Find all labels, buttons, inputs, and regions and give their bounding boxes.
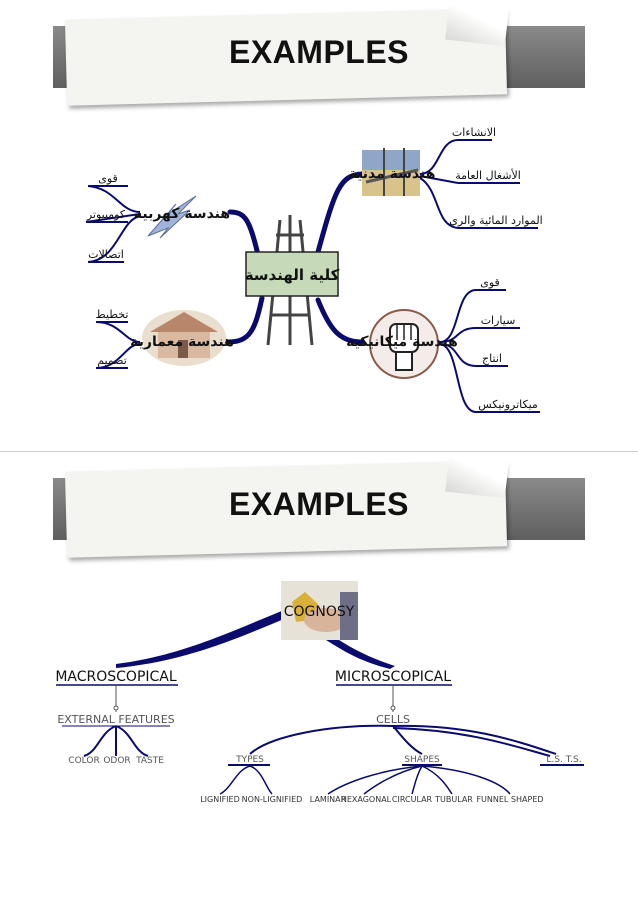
line-non-lignified [249,765,273,795]
line-mech-4 [439,343,477,413]
center-node [245,251,339,297]
mind-map-cognosy: COGNOSY MACROSCOPICAL MICROSCOPICAL EXTE… [55,581,584,804]
branch-architecture [225,295,265,345]
leaf-civil-2: الموارد المائية والري [449,214,543,227]
leaf-arch-1: تصميم [97,354,127,367]
branch-electrical [227,209,261,258]
shapes-label: SHAPES [404,755,440,765]
root-label: COGNOSY [284,604,355,620]
line-elec-1 [87,185,141,213]
line-taste [115,725,149,757]
label-civil: هندسة مدنية [349,166,436,182]
line-tubular [421,765,453,795]
leaf-elec-2: اتصالات [88,248,124,261]
mind-map-faculty: كلية الهندسة هندسة كهربية هندسة مدنية هن… [85,126,543,413]
label-mechanical: هندسة ميكانيكية [346,334,458,350]
leaf-mech-1: سيارات [481,314,516,327]
leaf-color: COLOR [68,756,99,766]
line-color [83,725,117,757]
branch-macro [116,610,286,668]
leaf-mech-3: ميكاترونيكس [478,398,538,411]
line-funnel [421,765,511,795]
micro-label: MICROSCOPICAL [335,669,451,685]
line-civil-1 [419,139,459,175]
label-electrical: هندسة كهربية [134,206,230,222]
line-elec-2 [85,213,141,223]
leaf-taste: TASTE [135,756,164,766]
leaf-civil-1: الأشغال العامة [455,168,521,182]
leaf-elec-0: قوى [98,172,118,185]
cells-label: CELLS [376,713,410,726]
branch-mechanical [315,297,365,345]
cognosy-image [281,581,358,640]
leaf-laminar: LAMINAR [310,795,347,804]
leaf-lignified: LIGNIFIED [200,795,240,804]
slide-2: EXAMPLES COGNOSY MACROSCOPICAL MICROSCOP… [0,451,638,903]
leaf-elec-1: كومبيوتر [86,208,126,221]
line-mech-2 [439,327,477,343]
leaf-funnel-shaped: FUNNEL SHAPED [476,795,543,804]
label-architecture: هندسة معمارية [130,334,234,350]
types-label: TYPES [235,755,264,765]
line-mech-1 [439,289,477,343]
line-types [249,724,394,755]
leaf-odor: ODOR [103,756,130,766]
leaf-circular: CIRCULAR [392,795,433,804]
leaf-non-lignified: NON-LIGNIFIED [242,795,303,804]
branch-civil [315,171,365,255]
fist-icon [369,309,439,379]
leaf-mech-2: انتاج [482,352,502,365]
line-sections [392,724,557,755]
line-elec-3 [87,215,141,263]
leaf-tubular: TUBULAR [434,795,473,804]
external-features-label: EXTERNAL FEATURES [57,713,174,726]
line-civil-3 [419,177,459,229]
line-civil-2 [419,175,459,184]
line-circular [411,765,423,795]
sections-label: L.S. T.S. [546,755,581,765]
slide-title: EXAMPLES [228,34,410,70]
leaf-arch-0: تخطيط [96,308,129,321]
slide-title-2: EXAMPLES [228,486,410,522]
macro-label: MACROSCOPICAL [55,669,177,685]
leaf-hexagonal: HEXAGONAL [341,795,392,804]
leaf-civil-0: الانشاءات [452,126,496,139]
leaf-mech-0: قوى [480,276,500,289]
lightning-icon [147,195,197,239]
line-laminar [327,765,423,795]
slide-1: EXAMPLES [0,0,638,452]
line-hexagonal [363,765,423,795]
house-icon [142,310,226,366]
bridge-icon [362,148,420,196]
branch-micro [326,634,395,669]
line-lignified [219,765,251,795]
center-label: كلية الهندسة [245,266,340,284]
